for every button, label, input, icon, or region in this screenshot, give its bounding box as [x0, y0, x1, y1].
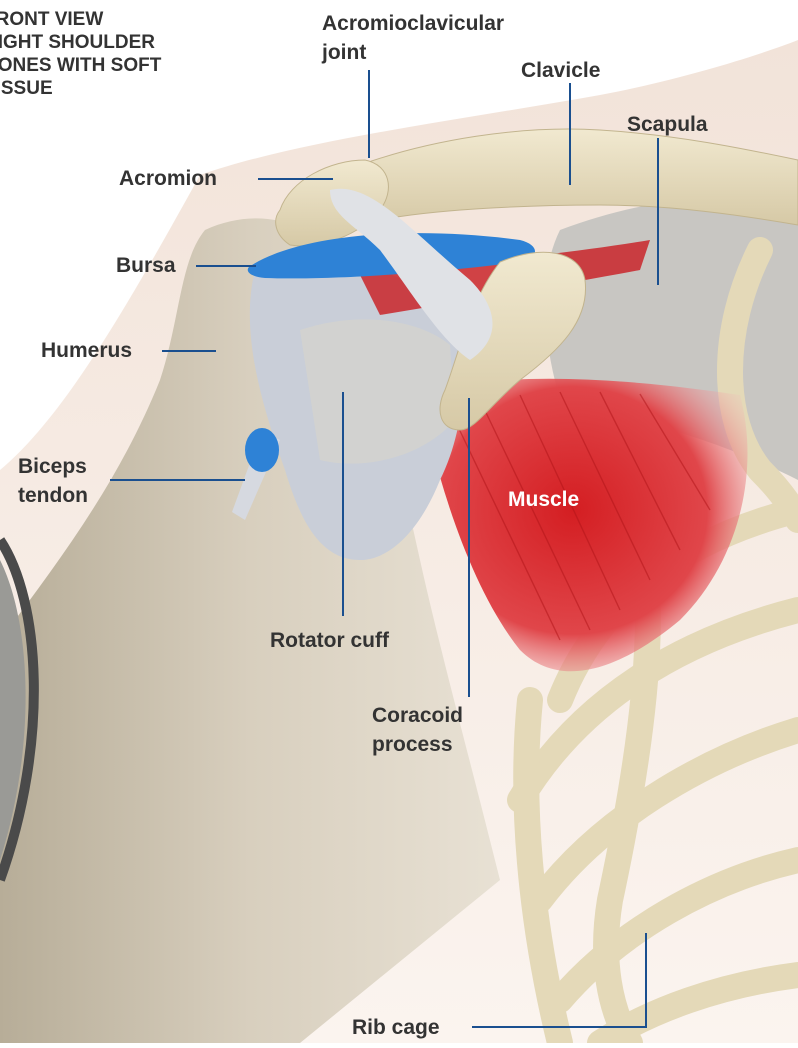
diagram-title: FRONT VIEW RIGHT SHOULDER BONES WITH SOF… [0, 8, 161, 100]
label-coracoid-process: Coracoid process [372, 701, 463, 759]
label-muscle: Muscle [508, 485, 579, 514]
label-clavicle: Clavicle [521, 56, 600, 85]
label-biceps-tendon: Biceps tendon [18, 452, 88, 510]
title-line: RIGHT SHOULDER [0, 31, 161, 54]
label-biceps-line1: Biceps [18, 452, 88, 481]
label-coracoid-line2: process [372, 730, 463, 759]
title-line: TISSUE [0, 77, 161, 100]
biceps-tendon-sheath [245, 428, 279, 472]
label-acromioclavicular-line2: joint [322, 38, 504, 67]
label-rib-cage: Rib cage [352, 1013, 440, 1042]
label-biceps-line2: tendon [18, 481, 88, 510]
label-acromion: Acromion [119, 164, 217, 193]
label-rotator-cuff: Rotator cuff [270, 626, 389, 655]
title-line: FRONT VIEW [0, 8, 161, 31]
label-bursa: Bursa [116, 251, 176, 280]
label-acromioclavicular-line1: Acromioclavicular [322, 9, 504, 38]
label-coracoid-line1: Coracoid [372, 701, 463, 730]
title-line: BONES WITH SOFT [0, 54, 161, 77]
label-acromioclavicular-joint: Acromioclavicular joint [322, 9, 504, 67]
label-humerus: Humerus [41, 336, 132, 365]
label-scapula: Scapula [627, 110, 708, 139]
